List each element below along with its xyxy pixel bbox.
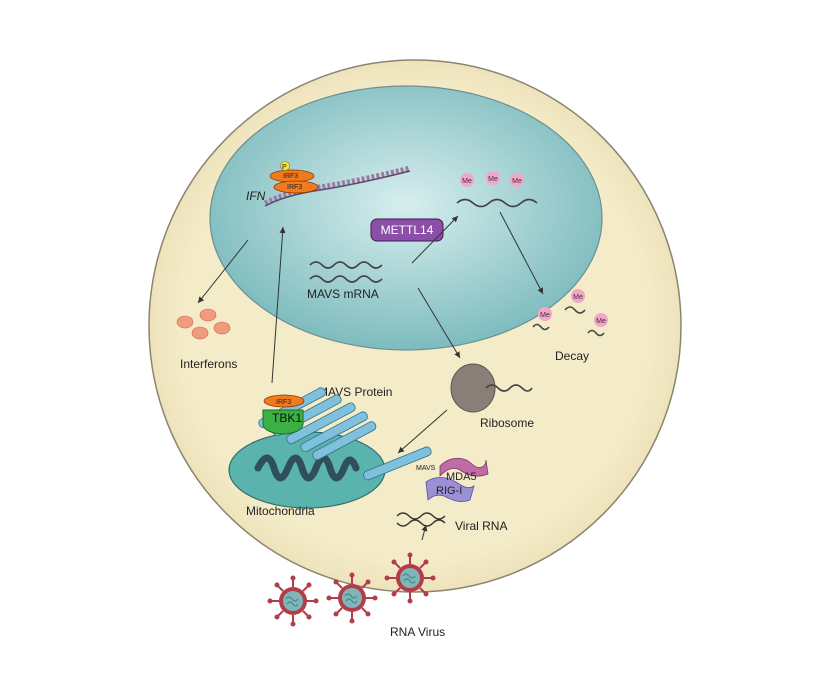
rna-virus-1: [266, 574, 320, 628]
ifn-label: IFN: [246, 189, 266, 203]
viral-rna-label: Viral RNA: [455, 519, 507, 533]
ribosome: [450, 363, 496, 413]
mavs-protein-label: MAVS Protein: [318, 385, 392, 399]
tbk1-shape: [262, 409, 304, 435]
rna-virus-label: RNA Virus: [390, 625, 445, 639]
ifn-gene-dna: [263, 165, 411, 207]
phospho-label: P: [282, 164, 287, 171]
irf3-dimer-nuclear: [269, 161, 319, 194]
nucleus: [209, 85, 603, 351]
me-label-2: Me: [488, 176, 498, 183]
mda5-shape: [439, 457, 489, 477]
interferons-label: Interferons: [180, 357, 237, 371]
decay-label: Decay: [555, 349, 589, 363]
rig-i-shape: [425, 477, 475, 503]
irf3-label-bottom: IRF3: [287, 184, 302, 191]
me-label-1: Me: [462, 178, 472, 185]
mavs-mrna-label: MAVS mRNA: [307, 287, 379, 301]
mavs-single: [363, 446, 432, 481]
tbk1-label: TBK1: [272, 411, 302, 425]
irf3-label-top: IRF3: [283, 173, 298, 180]
irf3-label-mito: IRF3: [276, 399, 291, 406]
mitochondria: [228, 431, 386, 509]
me-label-6: Me: [596, 318, 606, 325]
mitochondria-label: Mitochondria: [246, 504, 315, 518]
mettl14-label: METTL14: [381, 223, 434, 237]
me-label-4: Me: [540, 312, 550, 319]
me-marks-decay: [538, 289, 608, 327]
methylated-mrna: [456, 198, 538, 208]
viral-rna: [396, 512, 446, 527]
ribosome-label: Ribosome: [480, 416, 534, 430]
mavs-label: MAVS: [416, 465, 436, 472]
me-label-3: Me: [512, 178, 522, 185]
me-marks-nuclear: [460, 171, 524, 187]
mda5-label: MDA5: [446, 471, 477, 483]
me-label-5: Me: [573, 294, 583, 301]
interferon-particles: [176, 308, 231, 340]
decay-fragments: [532, 306, 605, 337]
irf3-mito: [263, 394, 305, 408]
mettl14-box: [370, 218, 444, 242]
ribosome-mrna: [485, 384, 533, 392]
mavs-mrna-strands: [309, 261, 383, 283]
rig-i-label: RIG-I: [436, 485, 462, 497]
